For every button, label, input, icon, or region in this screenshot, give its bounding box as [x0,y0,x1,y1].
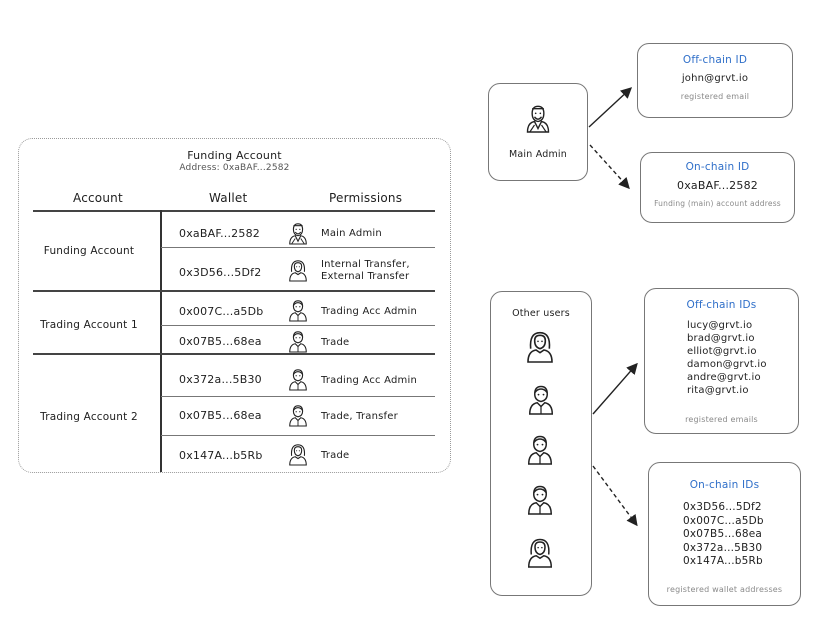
male-user-avatar-icon [287,298,309,322]
account-funding: Funding Account [43,245,135,257]
email-item: lucy@grvt.io [687,320,753,331]
wallet-item: 0x3D56...5Df2 [683,501,762,513]
wallet-address: 0x147A...b5Rb [179,449,263,462]
permission: Trade [321,450,350,461]
wallet-item: 0x372a...5B30 [683,541,763,554]
header-wallet: Wallet [209,191,248,205]
panel-address: Address: 0xaBAF...2582 [179,163,290,173]
onchain-ids-box: On-chain IDs 0x3D56...5Df2 0x007C...a5Db… [648,462,801,606]
row-divider [161,435,435,436]
email-item: elliot@grvt.io [687,346,757,357]
onchain-ids-title: On-chain IDs [689,479,760,491]
onchain-id-value: 0xaBAF...2582 [677,179,758,192]
offchain-id-value: john@grvt.io [681,73,749,84]
wallet-address: 0xaBAF...2582 [179,227,260,240]
female-user-avatar-icon [287,442,309,466]
header-permissions: Permissions [329,191,403,205]
account-trading-2: Trading Account 2 [40,411,138,423]
row-divider [161,396,435,397]
permission: Trade [321,337,350,348]
offchain-ids-caption: registered emails [685,415,758,424]
offchain-ids-box: Off-chain IDs lucy@grvt.io brad@grvt.io … [644,288,799,434]
wallet-item: 0x147A...b5Rb [683,555,763,567]
offchain-ids-arrow [592,362,638,415]
male-user-avatar-icon [287,403,309,427]
wallet-address: 0x372a...5B30 [179,373,262,386]
onchain-ids-list: 0x3D56...5Df2 0x007C...a5Db 0x07B5...68e… [683,501,764,569]
male-user-avatar-icon [287,329,309,353]
onchain-ids-arrow [592,465,638,527]
male-user-avatar-icon [526,382,556,416]
permission: Main Admin [321,228,382,239]
male-user-avatar-icon [525,482,555,516]
main-admin-box: Main Admin [488,83,588,181]
row-divider [161,325,435,326]
wallet-address: 0x007C...a5Db [179,305,264,318]
female-user-avatar-icon [525,535,555,569]
male-user-avatar-icon [287,367,309,391]
permission: Trade, Transfer [321,411,398,422]
main-admin-avatar-icon [524,102,552,134]
onchain-id-box: On-chain ID 0xaBAF...2582 Funding (main)… [640,152,795,223]
account-trading-1: Trading Account 1 [40,319,138,331]
panel-title: Funding Account [187,149,282,162]
offchain-id-caption: registered email [680,92,750,101]
other-users-box: Other users [490,291,592,596]
wallet-address: 0x07B5...68ea [179,409,262,422]
header-account: Account [73,191,123,205]
wallet-address: 0x07B5...68ea [179,335,262,348]
email-item: damon@grvt.io [687,359,767,370]
male-user-avatar-icon [525,432,555,466]
female-user-avatar-icon [287,258,309,282]
email-item: rita@grvt.io [687,385,749,396]
email-item: brad@grvt.io [687,333,755,344]
permission: Internal Transfer, External Transfer [321,259,410,282]
female-user-avatar-icon [524,328,556,364]
header-divider [33,210,435,212]
wallet-address: 0x3D56...5Df2 [179,266,262,279]
offchain-ids-title: Off-chain IDs [686,299,757,311]
other-users-label: Other users [512,308,570,319]
main-admin-label: Main Admin [509,149,567,160]
offchain-id-title: Off-chain ID [682,54,748,66]
offchain-arrow [588,87,633,128]
onchain-id-title: On-chain ID [685,161,750,173]
row-divider [161,247,435,248]
onchain-id-caption: Funding (main) account address [654,199,781,208]
offchain-ids-list: lucy@grvt.io brad@grvt.io elliot@grvt.io… [687,319,767,397]
wallet-item: 0x007C...a5Db [683,514,764,527]
email-item: andre@grvt.io [687,372,761,383]
offchain-id-box: Off-chain ID john@grvt.io registered ema… [637,43,793,118]
funding-account-panel: Funding Account Address: 0xaBAF...2582 A… [18,138,451,473]
onchain-arrow [589,144,630,190]
wallet-item: 0x07B5...68ea [683,528,763,540]
column-divider [160,210,162,472]
main-admin-avatar-icon [287,221,309,245]
group-divider [33,290,435,292]
permission: Trading Acc Admin [321,306,417,317]
onchain-ids-caption: registered wallet addresses [666,585,783,594]
group-divider [33,353,435,355]
permission: Trading Acc Admin [321,375,417,386]
